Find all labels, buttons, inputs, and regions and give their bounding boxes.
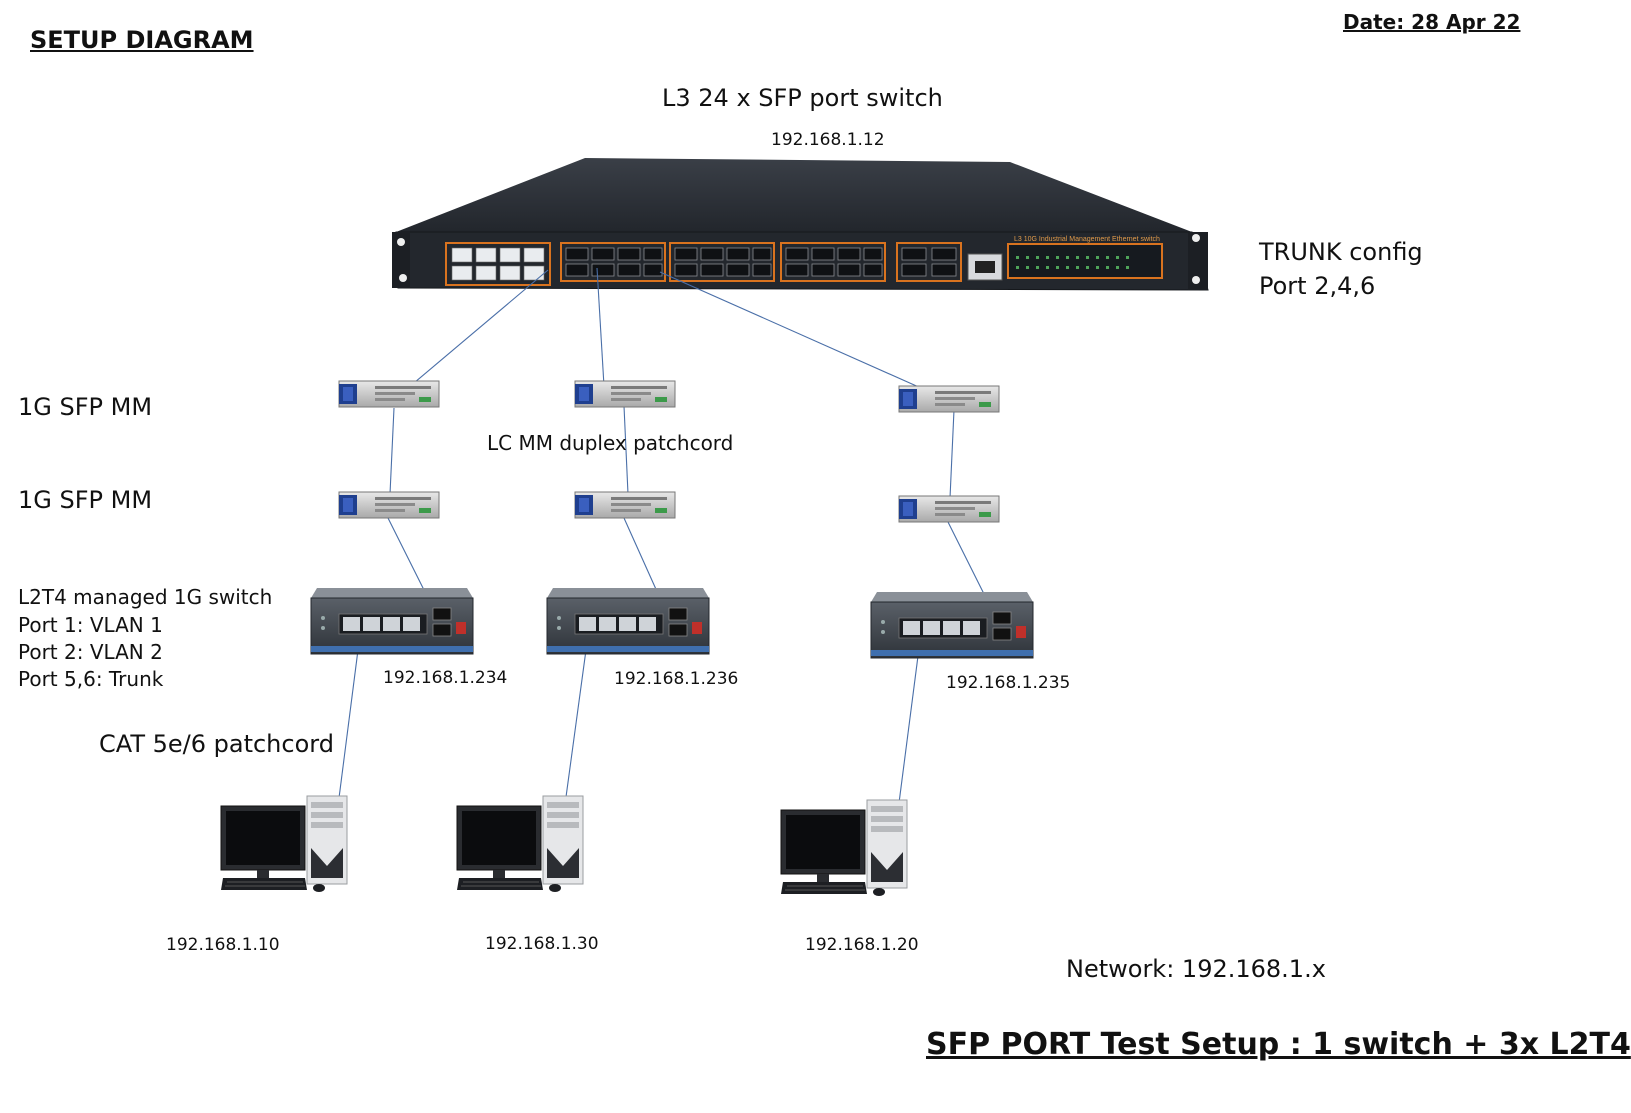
sfp-module-top-c — [898, 385, 1000, 413]
sfp-module-top-b — [574, 380, 676, 408]
cat-patchcord-label: CAT 5e/6 patchcord — [99, 730, 334, 758]
fiber-link-core-to-sfp-a — [407, 269, 549, 389]
copper-link-l2t4-to-pc-a — [338, 649, 359, 799]
fiber-patchcord-label: LC MM duplex patchcord — [487, 431, 734, 455]
sfp-label-bottom: 1G SFP MM — [18, 486, 153, 514]
sfp-port-group-1 — [560, 242, 666, 282]
pc-ip-b: 192.168.1.30 — [485, 934, 599, 954]
sfp-module-bottom-c — [898, 495, 1000, 523]
l2t4-switch-c — [870, 591, 1034, 659]
led-panel — [1007, 243, 1163, 279]
sfp-port-group-2 — [669, 242, 775, 282]
fiber-link-sfp-pair-a — [389, 407, 395, 495]
fiber-link-core-to-sfp-b — [596, 267, 605, 387]
console-port — [967, 253, 1003, 281]
sfp-module-bottom-b — [574, 491, 676, 519]
sfp-label-top: 1G SFP MM — [18, 393, 153, 421]
trunk-config-title: TRUNK config — [1259, 238, 1423, 266]
fiber-link-sfp-pair-c — [949, 409, 955, 499]
link-lines — [338, 267, 997, 804]
trunk-config-ports: Port 2,4,6 — [1259, 272, 1376, 300]
l2t4-port1-label: Port 1: VLAN 1 — [18, 613, 163, 637]
sfp-module-bottom-a — [338, 491, 440, 519]
diagram-title: SETUP DIAGRAM — [30, 26, 254, 54]
l2t4-switch-b — [546, 587, 710, 655]
desktop-pc-a — [220, 795, 348, 893]
sfp-uplink-group — [896, 242, 962, 282]
pc-ip-c: 192.168.1.20 — [805, 935, 919, 955]
footer-title: SFP PORT Test Setup : 1 switch + 3x L2T4 — [926, 1027, 1631, 1062]
desktop-pc-b — [456, 795, 584, 893]
l2t4-title-label: L2T4 managed 1G switch — [18, 585, 273, 609]
sfp-module-top-a — [338, 380, 440, 408]
l2t4-port56-label: Port 5,6: Trunk — [18, 667, 164, 691]
network-label: Network: 192.168.1.x — [1066, 955, 1326, 983]
desktop-pc-c — [780, 799, 908, 897]
core-switch-ip: 192.168.1.12 — [771, 130, 885, 150]
rack-ear-left — [392, 232, 410, 288]
l2t4-ip-b: 192.168.1.236 — [614, 669, 739, 689]
diagram-date: Date: 28 Apr 22 — [1343, 10, 1521, 34]
l2t4-switch-a — [310, 587, 474, 655]
copper-link-l2t4-to-pc-b — [565, 649, 587, 798]
fiber-link-core-to-sfp-c — [659, 271, 931, 393]
l2t4-ip-c: 192.168.1.235 — [946, 673, 1071, 693]
core-l3-switch: L3 10G Industrial Management Ethernet sw… — [392, 158, 1209, 291]
rack-ear-right — [1188, 232, 1208, 290]
core-switch-label: L3 24 x SFP port switch — [662, 84, 943, 112]
sfp-port-group-3 — [780, 242, 886, 282]
l2t4-ip-a: 192.168.1.234 — [383, 668, 508, 688]
l2t4-port2-label: Port 2: VLAN 2 — [18, 640, 163, 664]
copper-link-l2t4-to-pc-c — [898, 655, 919, 804]
fiber-link-sfp-pair-b — [623, 405, 629, 495]
pc-ip-a: 192.168.1.10 — [166, 935, 280, 955]
switch-panel-text: L3 10G Industrial Management Ethernet sw… — [1014, 236, 1160, 243]
